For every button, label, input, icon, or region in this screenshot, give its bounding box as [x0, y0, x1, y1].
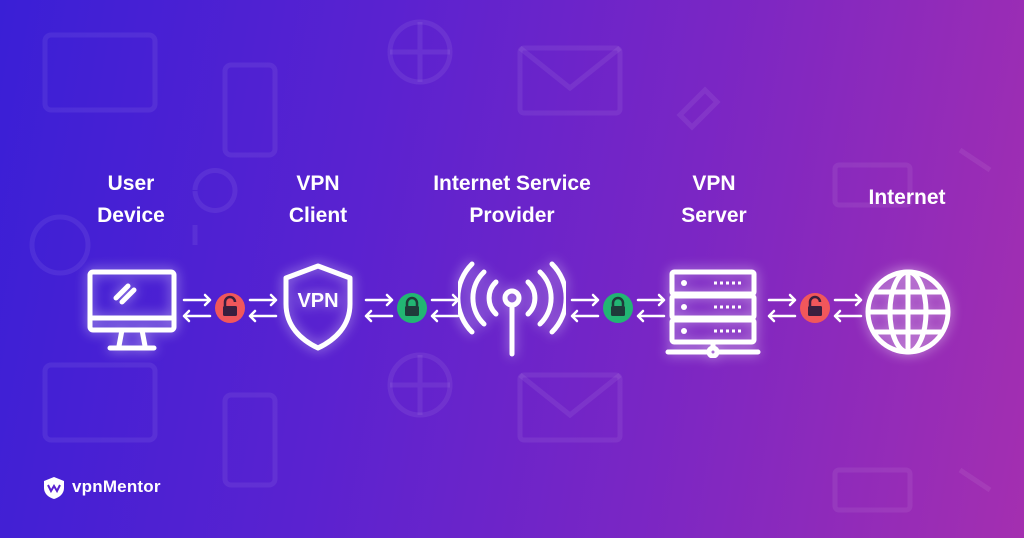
broadcast-antenna-icon [458, 261, 566, 357]
monitor-icon [87, 269, 177, 351]
label-line: Client [288, 204, 348, 227]
globe-icon [865, 269, 951, 355]
vpnmentor-logo-icon [44, 477, 64, 499]
label-line: Internet Service [433, 172, 591, 195]
brand-name: vpnMentor [72, 477, 161, 496]
label-line: User [107, 172, 155, 195]
shield-shape [283, 263, 353, 351]
open-lock-icon [800, 293, 830, 323]
link-client-isp [364, 293, 460, 323]
closed-lock-icon [397, 293, 427, 323]
link-isp-server [570, 293, 666, 323]
label-line: Provider [469, 204, 555, 227]
link-server-internet [767, 293, 863, 323]
vpn-server-label: VPN Server [681, 168, 746, 232]
vpn-shield-icon: VPN [281, 262, 355, 352]
internet-label: Internet [868, 182, 945, 214]
label-line: Server [681, 204, 747, 227]
label-line: Device [97, 204, 165, 227]
shield-text: VPN [297, 290, 339, 312]
label-line: VPN [296, 172, 340, 195]
server-icon [665, 269, 761, 358]
vpn-client-label: VPN Client [289, 168, 347, 232]
label-line: VPN [692, 172, 736, 195]
link-device-client [182, 293, 278, 323]
closed-lock-icon [603, 293, 633, 323]
user-device-label: User Device [97, 168, 165, 232]
label-line: Internet [868, 186, 946, 209]
open-lock-icon [215, 293, 245, 323]
isp-label: Internet Service Provider [433, 168, 591, 232]
